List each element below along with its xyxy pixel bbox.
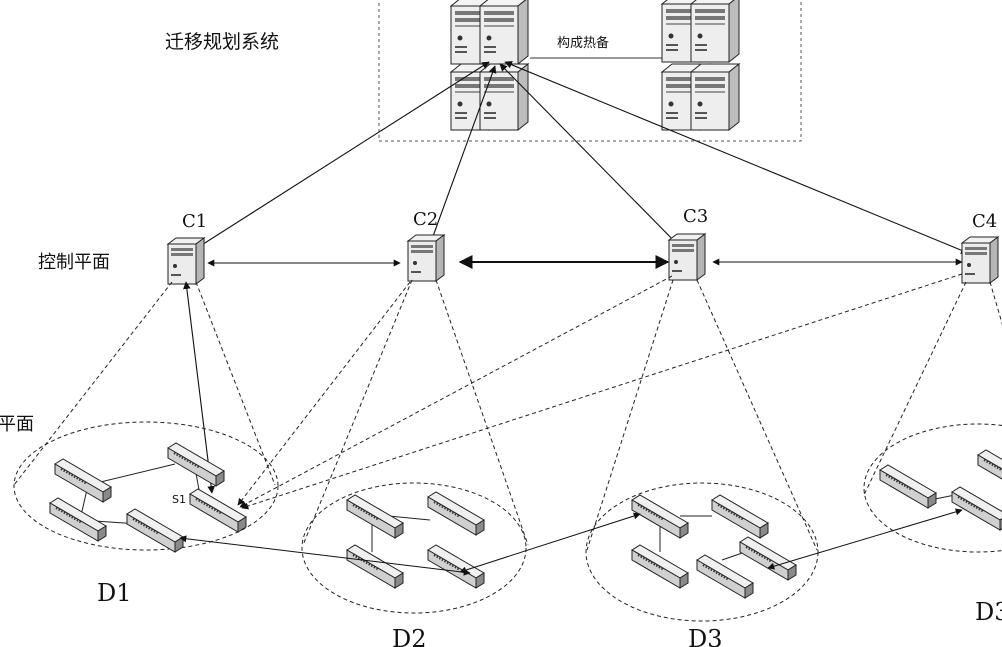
switch-icon [711,494,769,539]
backup-server-cluster [661,0,740,131]
switch-icon [54,458,112,503]
control-cone-lines [13,279,1002,551]
switch-icon [977,449,1002,494]
domain-d3b-switches [879,449,1002,531]
controller-c2: C2 [407,209,445,282]
system-title: 迁移规划系统 [165,31,279,53]
controller-label: C4 [972,211,997,232]
link-system-c4 [504,61,969,254]
switch-icon [427,491,485,536]
switch-icon [49,497,107,542]
switch-icon [189,488,247,533]
controller-icon [407,234,445,282]
controller-label: C1 [182,211,207,232]
switch-icon [167,442,225,487]
controller-icon [668,233,706,281]
domain-d1-switches: S1 [49,442,247,553]
switch-icon [879,464,937,509]
hot-standby-label: 构成热备 [557,35,609,51]
domain-d3-switches [631,494,797,599]
domain-d2-label: D2 [392,625,427,647]
controller-icon [167,237,205,285]
controller-label: C2 [413,209,438,230]
domain-d1-boundary [13,421,279,551]
domain-d3-label: D3 [688,625,723,647]
switch-s1-label: S1 [172,493,186,506]
server-icon [690,63,740,131]
switch-icon [346,544,404,589]
switch-icon [739,536,797,581]
data-plane-label: 平面 [0,414,34,435]
server-icon [479,0,529,65]
server-icon [479,63,529,131]
server-icon [690,0,740,63]
domain-d3-boundary [585,482,819,622]
domain-d2-switches [346,491,485,589]
cross-domain-links [237,273,963,510]
domain-d3b-boundary [863,423,1002,553]
link-system-c1 [185,61,490,256]
switch-icon [951,486,1002,531]
domain-d1-label: D1 [97,579,132,607]
domain-d3b-label: D3 [975,598,1002,626]
control-plane-label: 控制平面 [38,252,110,273]
controller-c1: C1 [167,211,207,285]
controller-icon [961,236,999,284]
link-system-c3 [499,63,684,251]
controller-label: C3 [683,206,708,227]
primary-server-cluster [450,0,529,131]
switch-icon [696,554,754,599]
domain-d2-boundary [301,482,527,614]
switch-icon [126,508,184,553]
controller-c4: C4 [961,211,999,284]
controller-c3: C3 [668,206,708,281]
inter-domain-links [179,508,963,576]
link-c1-s1 [183,281,215,494]
link-system-c2 [426,65,497,251]
